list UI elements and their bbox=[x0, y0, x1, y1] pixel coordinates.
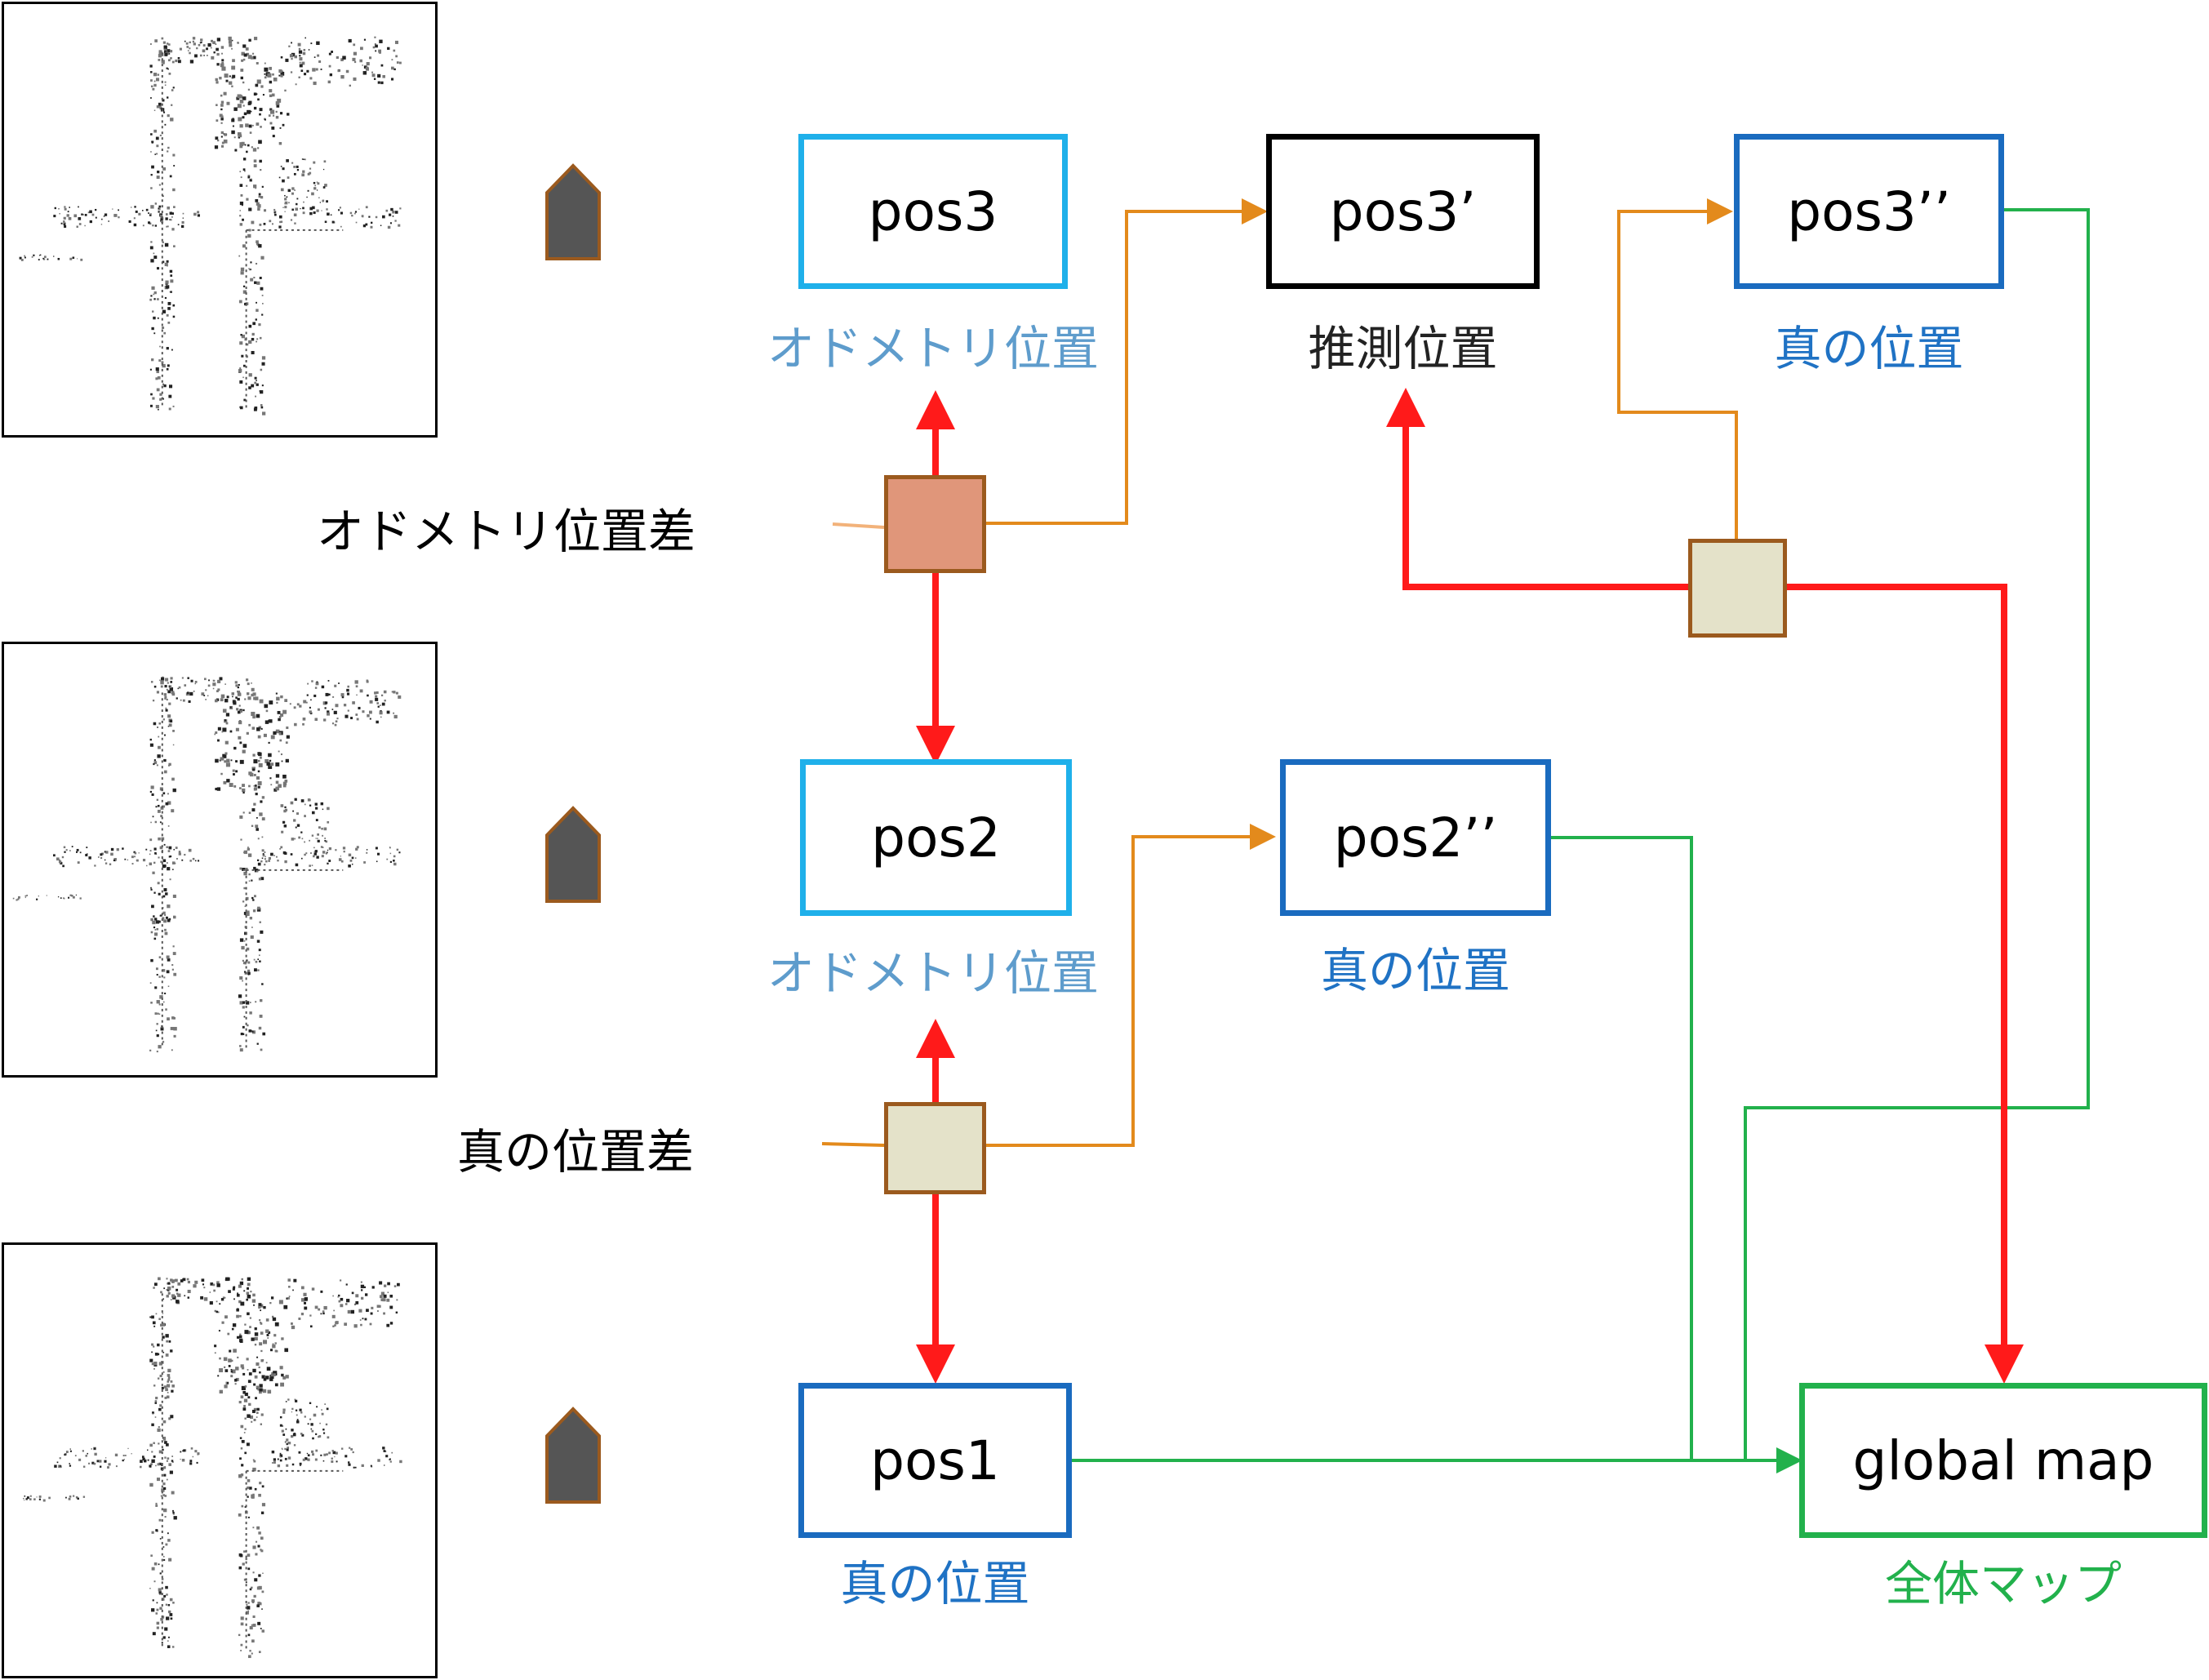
robot-marker-icon bbox=[545, 806, 601, 903]
pos2-dprime-caption: 真の位置 bbox=[1320, 943, 1510, 998]
pos2-dprime-label: pos2’’ bbox=[1333, 806, 1498, 869]
odometry-diff-label: オドメトリ位置差 bbox=[317, 504, 696, 559]
pos3-label: pos3 bbox=[868, 180, 998, 243]
robot-marker-icon bbox=[545, 163, 601, 260]
red-arrow-to-pos3p bbox=[1386, 388, 1688, 590]
pos2-caption: オドメトリ位置 bbox=[767, 945, 1099, 1001]
orange-input-odometry bbox=[832, 522, 885, 529]
pos1-box: pos1 bbox=[798, 1383, 1072, 1538]
orange-arrow-to-pos3p bbox=[986, 198, 1268, 525]
map-panel-middle bbox=[2, 642, 438, 1078]
pos3-dprime-box: pos3’’ bbox=[1734, 134, 2004, 289]
pos3-box: pos3 bbox=[798, 134, 1068, 289]
pos2-label: pos2 bbox=[871, 806, 1001, 869]
true-diff-label: 真の位置差 bbox=[457, 1124, 695, 1180]
true-diff-node bbox=[884, 1102, 986, 1194]
pos3-caption: オドメトリ位置 bbox=[767, 321, 1099, 376]
orange-arrow-to-pos2dd bbox=[986, 824, 1276, 1147]
global-map-caption: 全体マップ bbox=[1884, 1556, 2122, 1611]
pos3-dprime-caption: 真の位置 bbox=[1774, 321, 1964, 376]
pos1-label: pos1 bbox=[870, 1429, 1000, 1492]
odometry-diff-node bbox=[884, 475, 986, 573]
pos3-prime-box: pos3’ bbox=[1266, 134, 1540, 289]
pos3-prime-caption: 推測位置 bbox=[1308, 321, 1498, 376]
map-panel-bottom bbox=[2, 1242, 438, 1678]
green-line-pos2dd bbox=[1551, 836, 1693, 1460]
pos1-caption: 真の位置 bbox=[840, 1556, 1030, 1611]
red-arrow-to-global bbox=[1787, 584, 2024, 1384]
orange-input-true bbox=[821, 1142, 885, 1147]
green-line-pos3dd bbox=[1744, 208, 2090, 1460]
robot-marker-icon bbox=[545, 1407, 601, 1504]
map-panel-top bbox=[2, 2, 438, 438]
global-map-box: global map bbox=[1799, 1383, 2207, 1538]
orange-arrow-to-pos3dd bbox=[1617, 198, 1738, 539]
pos3-prime-label: pos3’ bbox=[1329, 180, 1477, 243]
estimate-correction-node bbox=[1688, 539, 1787, 638]
point-cloud-map-icon bbox=[23, 1277, 402, 1659]
pos3-dprime-label: pos3’’ bbox=[1787, 180, 1951, 243]
pos2-box: pos2 bbox=[800, 759, 1072, 916]
point-cloud-map-icon bbox=[19, 36, 402, 416]
point-cloud-map-icon bbox=[12, 676, 402, 1053]
global-map-label: global map bbox=[1852, 1429, 2154, 1492]
pos2-dprime-box: pos2’’ bbox=[1280, 759, 1551, 916]
